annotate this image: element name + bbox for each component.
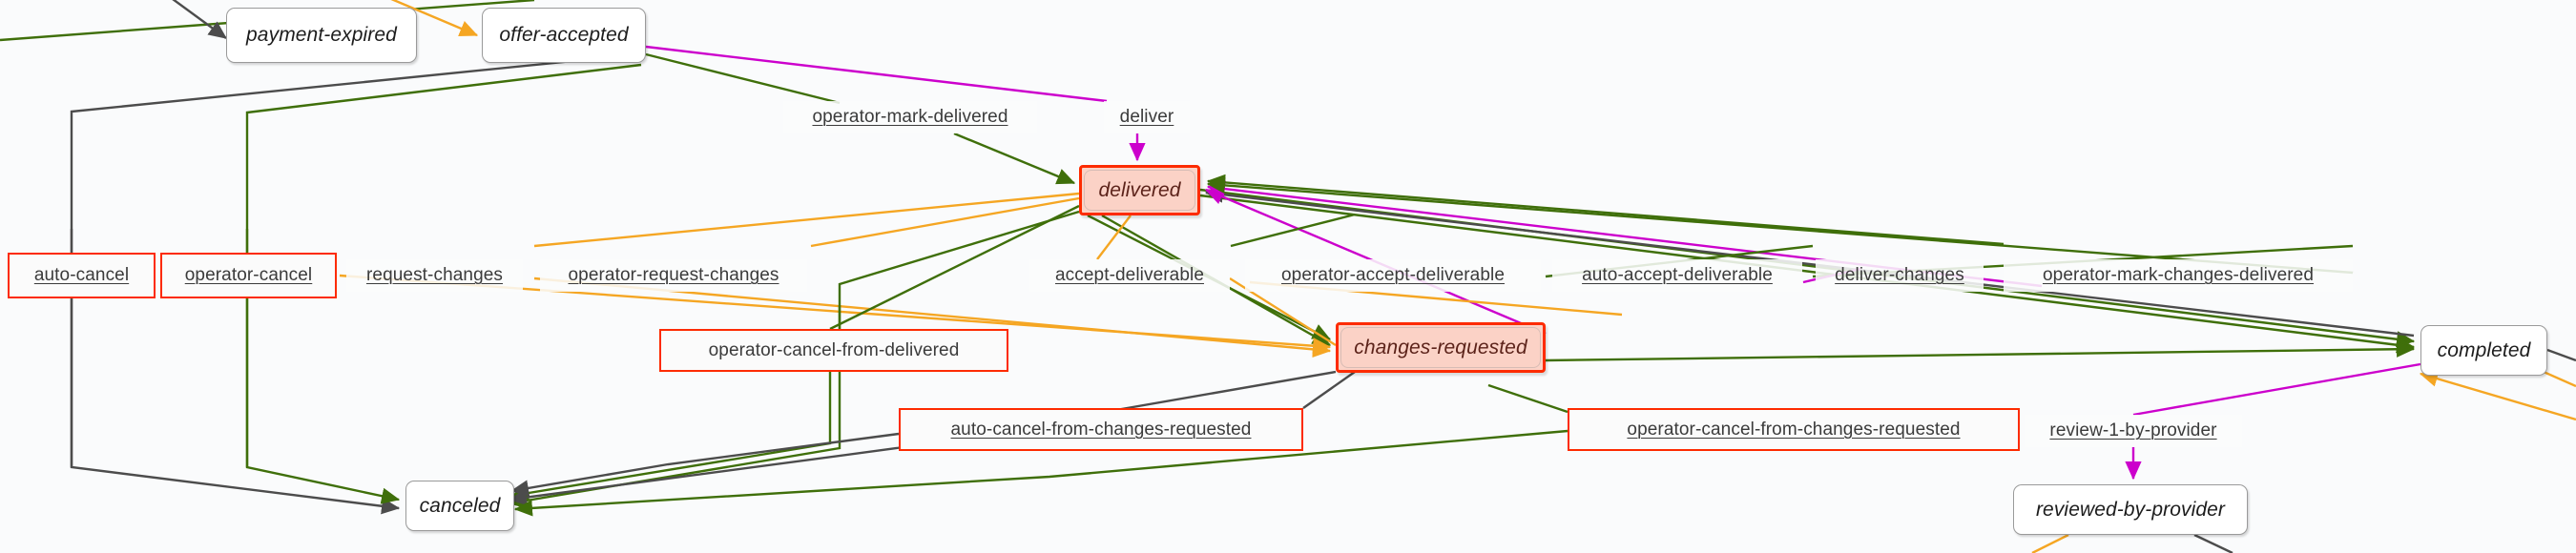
edge-operator-cancel-from-changes-requested-strand [1487, 383, 1568, 414]
edge-delivered-to-request-changes-orange [810, 196, 1080, 248]
edge-mark-delivered-to-delivered [953, 132, 1076, 185]
transition-label-text: operator-request-changes [568, 265, 779, 285]
edge-completed-to-reviewed-by-provider-magenta [2132, 362, 2421, 417]
transition-label-text: operator-mark-changes-delivered [2042, 265, 2314, 285]
transition-label-text: operator-cancel-from-delivered [708, 339, 960, 360]
transition-label-text: deliver [1119, 107, 1174, 127]
transition-label-auto-accept-deliverable[interactable]: auto-accept-deliverable [1552, 259, 1802, 292]
edge-offer-accepted-to-delivered-magenta [645, 45, 1108, 103]
edge-delivered-orange-down [1096, 215, 1132, 260]
transition-label-text: operator-mark-delivered [812, 107, 1008, 127]
transition-label-text: auto-cancel-from-changes-requested [950, 419, 1252, 440]
transition-label-deliver[interactable]: deliver [1104, 101, 1190, 133]
transition-label-deliver-changes[interactable]: deliver-changes [1816, 259, 1984, 292]
transition-label-operator-mark-changes-delivered[interactable]: operator-mark-changes-delivered [2004, 259, 2353, 292]
state-node-label: reviewed-by-provider [2035, 498, 2226, 521]
edge-accept-deliverable-green-right [1230, 213, 1356, 248]
transition-label-operator-request-changes[interactable]: operator-request-changes [540, 259, 807, 292]
edge-to-payment-expired [172, 0, 227, 39]
transition-label-operator-cancel-from-delivered[interactable]: operator-cancel-from-delivered [659, 329, 1008, 372]
state-node-label: canceled [419, 494, 501, 517]
edge-reviewed-out-gray [2193, 533, 2233, 553]
state-node-payment-expired[interactable]: payment-expired [226, 8, 417, 63]
edge-changes-requested-to-completed-green [1545, 340, 2416, 362]
edge-completed-out-orange [2543, 370, 2576, 388]
edge-offer-accepted-to-mark-delivered [645, 52, 841, 105]
transition-label-auto-cancel-from-changes-requested[interactable]: auto-cancel-from-changes-requested [899, 408, 1303, 451]
transition-label-text: accept-deliverable [1055, 265, 1204, 285]
state-node-changes-requested[interactable]: changes-requested [1336, 322, 1546, 373]
edge-operator-cancel-from-delivered-to-canceled [509, 372, 832, 502]
edge-completed-out-gray [2546, 348, 2576, 362]
transition-label-review-1-by-provider[interactable]: review-1-by-provider [2025, 415, 2242, 447]
edge-reviewed-out-orange [2031, 533, 2069, 553]
state-node-label: payment-expired [246, 24, 397, 46]
state-node-label: changes-requested [1354, 336, 1527, 358]
transition-label-text: auto-accept-deliverable [1582, 265, 1773, 285]
transition-label-text: request-changes [365, 265, 504, 285]
transition-label-operator-mark-delivered[interactable]: operator-mark-delivered [783, 101, 1037, 133]
edge-changes-requested-to-auto-cancel-label [1302, 371, 1356, 409]
state-node-label: offer-accepted [499, 24, 629, 46]
transition-label-operator-accept-deliverable[interactable]: operator-accept-deliverable [1245, 259, 1541, 292]
edge-far-right-orange-in [2419, 370, 2576, 421]
transition-label-accept-deliverable[interactable]: accept-deliverable [1029, 259, 1230, 292]
transition-label-auto-cancel[interactable]: auto-cancel [8, 253, 156, 298]
transition-label-text: operator-cancel [184, 265, 313, 285]
edge-operator-mark-changes-delivered-to-delivered [1206, 174, 2005, 246]
transition-label-operator-cancel-from-changes-requested[interactable]: operator-cancel-from-changes-requested [1568, 408, 2020, 451]
transition-label-text: operator-cancel-from-changes-requested [1627, 419, 1961, 440]
transition-label-request-changes[interactable]: request-changes [346, 259, 523, 292]
state-node-label: completed [2437, 338, 2531, 361]
transition-label-text: review-1-by-provider [2049, 420, 2217, 440]
transition-label-text: operator-accept-deliverable [1281, 265, 1505, 285]
state-node-completed[interactable]: completed [2420, 325, 2547, 376]
edge-auto-cancel-from-changes-requested-to-canceled [509, 432, 900, 497]
state-node-reviewed-by-provider[interactable]: reviewed-by-provider [2013, 484, 2248, 535]
state-node-delivered[interactable]: delivered [1079, 165, 1200, 215]
transition-label-text: deliver-changes [1835, 265, 1964, 285]
edge-delivered-to-operator-request-changes-orange [533, 192, 1080, 248]
transition-label-text: auto-cancel [33, 265, 130, 285]
state-node-offer-accepted[interactable]: offer-accepted [482, 8, 646, 63]
state-node-label: delivered [1098, 178, 1181, 201]
transition-label-operator-cancel[interactable]: operator-cancel [160, 253, 337, 298]
state-node-canceled[interactable]: canceled [405, 481, 514, 531]
